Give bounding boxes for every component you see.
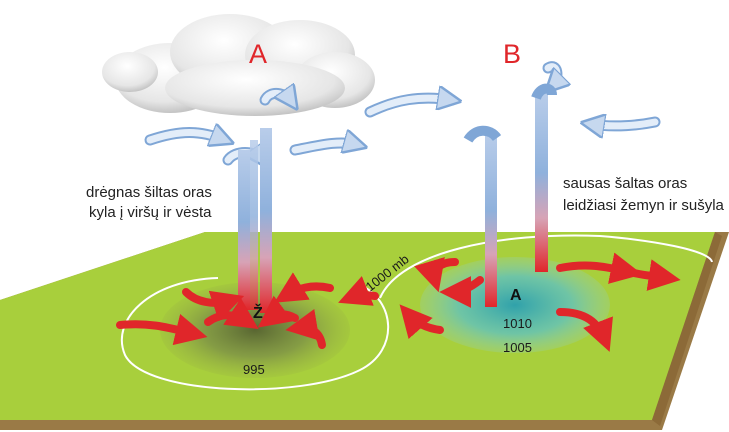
high-center-label: A (510, 287, 522, 304)
isobar-1010-label: 1010 (503, 316, 532, 331)
cloud-icon (102, 14, 375, 116)
surface-winds-low (116, 272, 334, 349)
rising-air-text-line1: drėgnas šiltas oras (86, 184, 212, 201)
cell-label-b: B (503, 39, 521, 69)
descending-air-columns (463, 83, 557, 307)
isobar-995-label: 995 (243, 362, 265, 377)
ground-plate (0, 232, 729, 430)
isobar-1005-label: 1005 (503, 340, 532, 355)
rising-air-text-line2: kyla į viršų ir vėsta (89, 204, 212, 221)
rising-air-columns (238, 128, 272, 313)
sinking-air-text-line1: sausas šaltas oras (563, 175, 687, 192)
cell-label-a: A (249, 39, 267, 69)
upper-air-arrows (144, 61, 661, 160)
high-pressure-zone (420, 257, 610, 353)
sinking-air-text-line2: leidžiasi žemyn ir sušyla (563, 197, 725, 214)
isobar-lines (120, 234, 713, 391)
low-center-label: Ž (253, 303, 263, 322)
surface-winds-high (338, 252, 681, 352)
